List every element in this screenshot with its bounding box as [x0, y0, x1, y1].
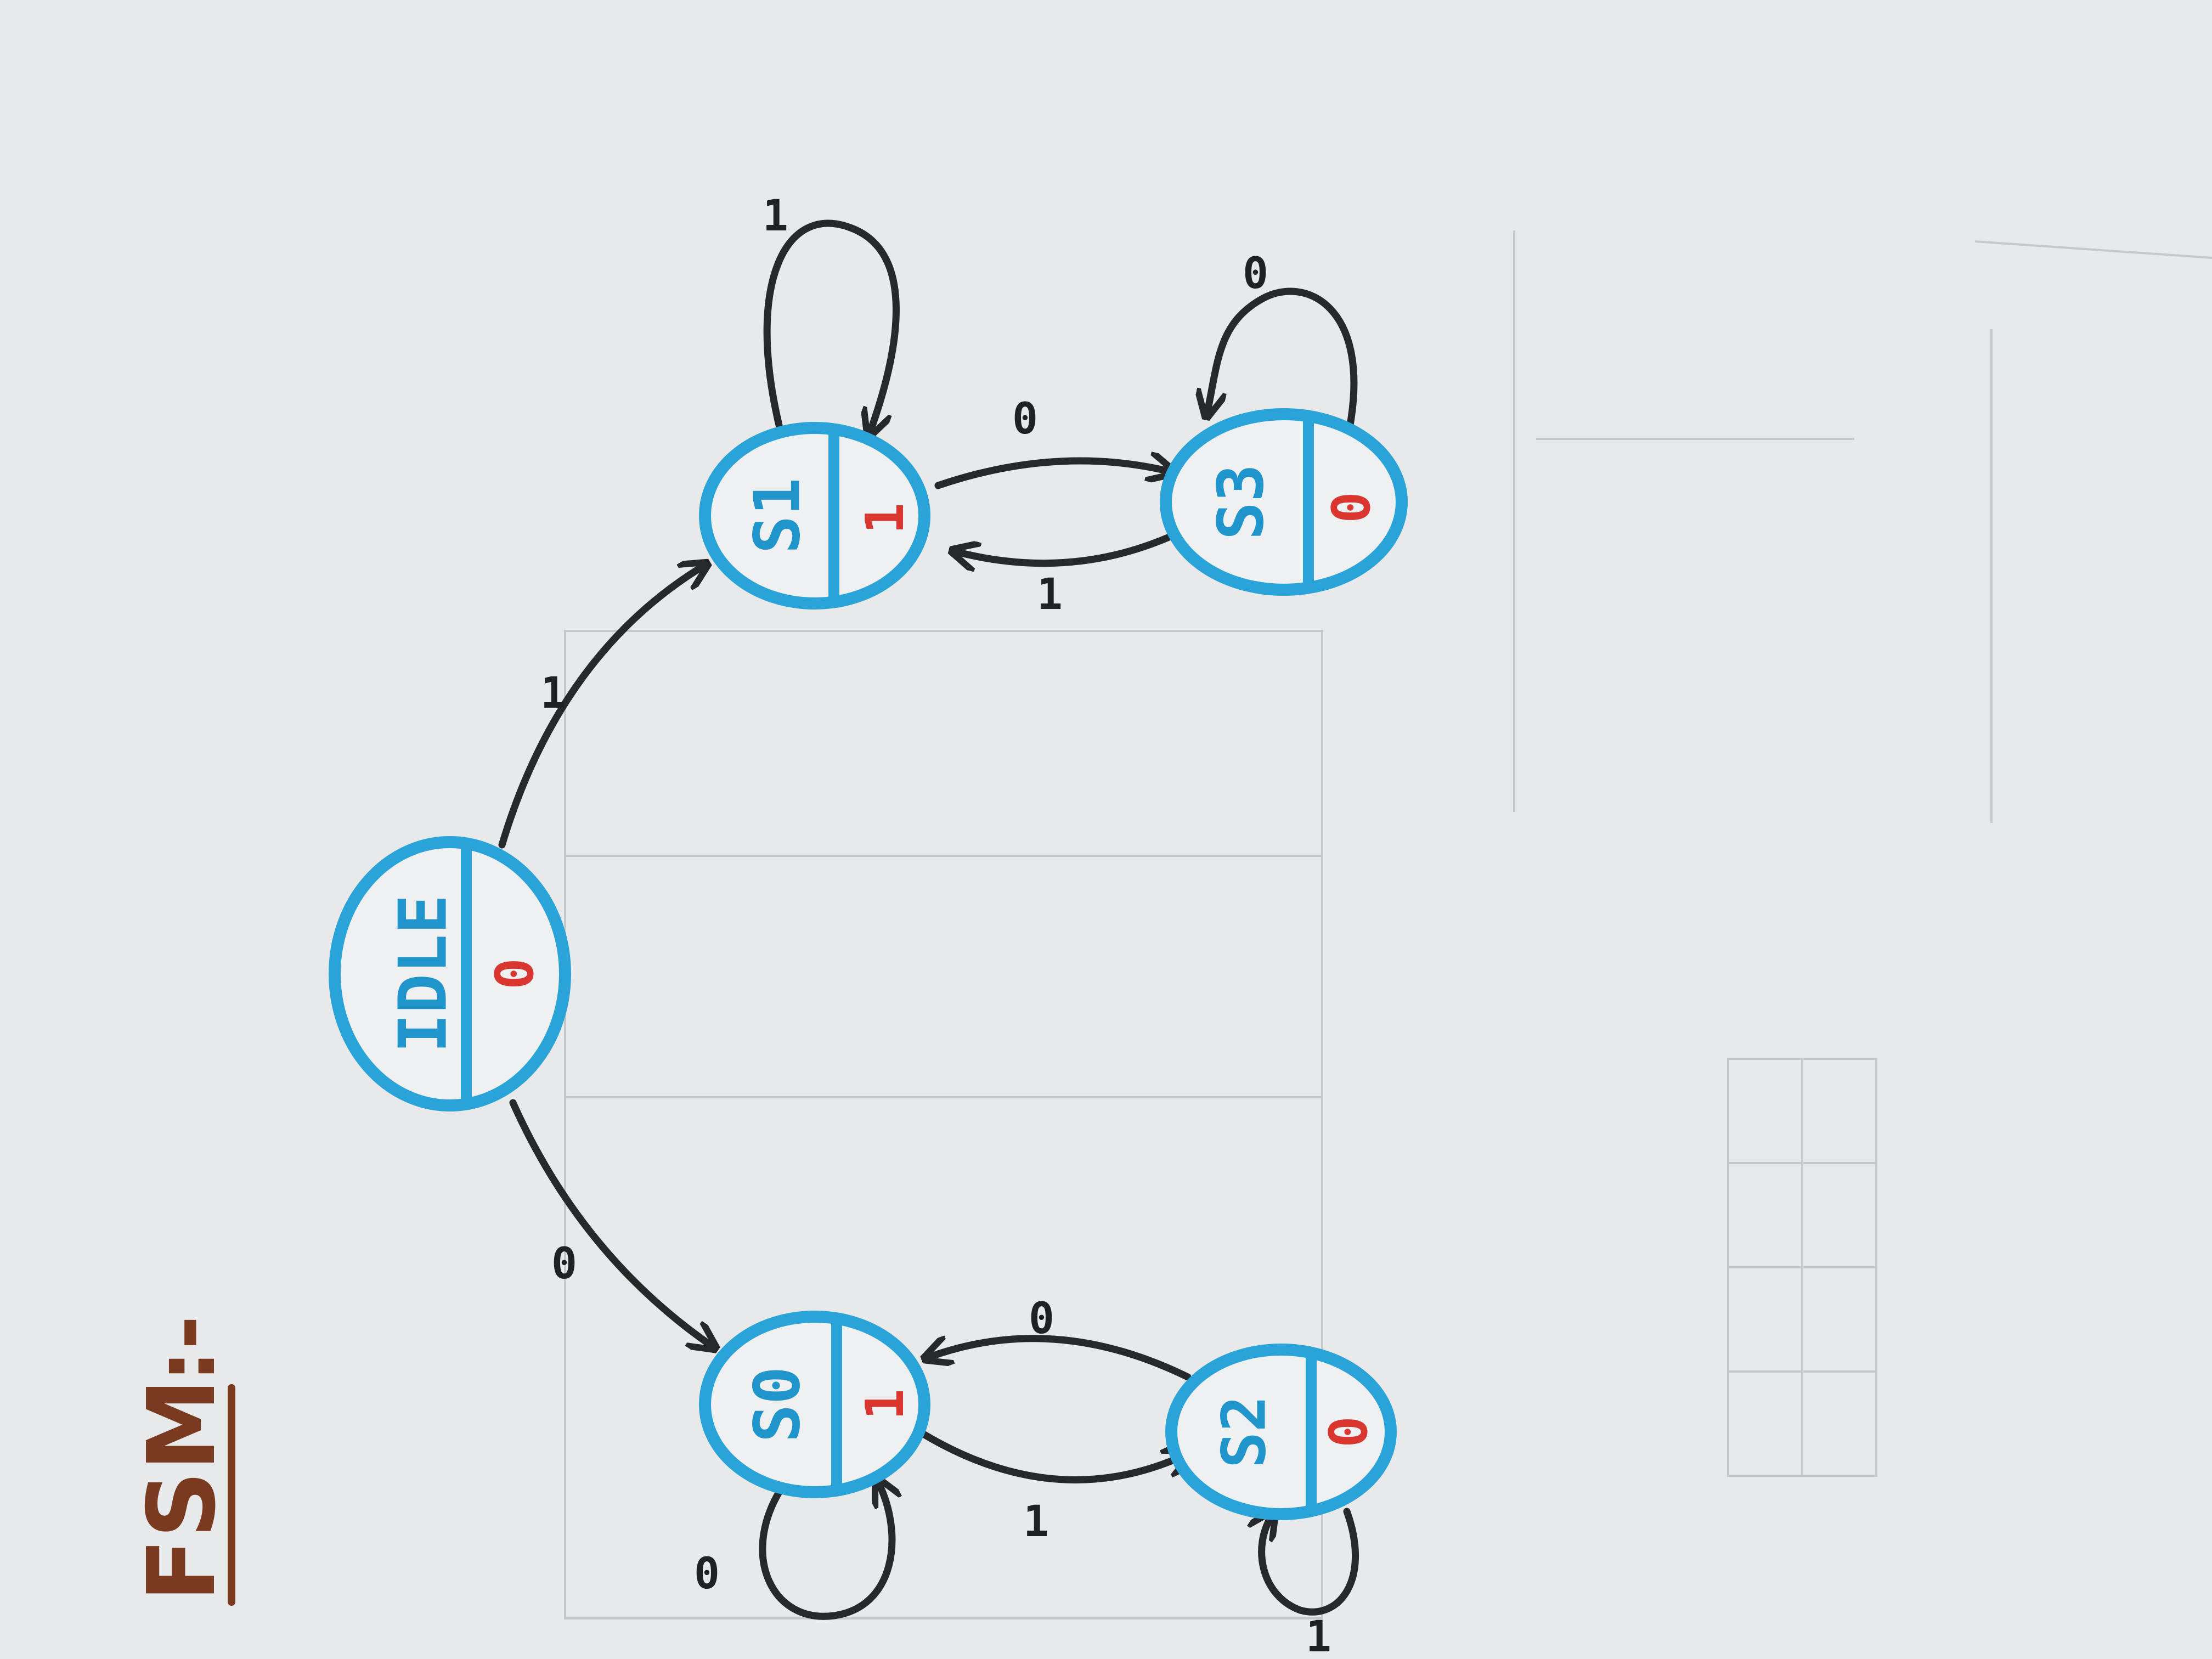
edge-label-idle-s0: 0 [551, 1239, 577, 1289]
edge-label-idle-s1: 1 [540, 669, 566, 718]
state-idle: IDLE 0 [329, 836, 571, 1111]
state-s0-name: S0 [741, 1367, 815, 1442]
background-sketch [564, 230, 2212, 1620]
edge-s3-to-s1 [955, 531, 1178, 563]
edge-label-s0-s2: 1 [1023, 1497, 1049, 1547]
edge-label-s0-self: 0 [694, 1549, 720, 1599]
state-s2: S2 0 [1165, 1344, 1397, 1520]
title-text: FSM [128, 1378, 236, 1602]
edge-label-s2-s0: 0 [1029, 1294, 1054, 1344]
edge-label-s1-s3: 0 [1012, 394, 1038, 444]
edge-label-s3-self: 0 [1243, 249, 1268, 298]
state-s1: S1 1 [699, 422, 930, 610]
transitions: 1 0 1 0 1 0 0 1 0 1 [498, 191, 1359, 1659]
edge-s0-to-s2 [921, 1431, 1188, 1483]
state-s3-ring [1160, 408, 1408, 596]
state-s0: S0 1 [699, 1311, 930, 1498]
edge-s1-self [763, 219, 900, 433]
edge-s0-self [759, 1481, 892, 1620]
edge-s1-to-s3 [934, 461, 1171, 489]
state-s2-ring [1165, 1344, 1397, 1520]
state-s1-ring [699, 422, 930, 610]
edge-s2-to-s0 [927, 1335, 1192, 1381]
faint-table [564, 630, 1323, 1620]
state-idle-ring [329, 836, 571, 1111]
state-s1-output: 1 [855, 503, 916, 534]
state-s3-name: S3 [1205, 464, 1278, 540]
state-s3: S3 0 [1160, 408, 1408, 596]
state-idle-name: IDLE [386, 895, 462, 1053]
state-s0-ring [699, 1311, 930, 1498]
state-idle-output: 0 [485, 958, 545, 989]
edge-label-s2-self: 1 [1306, 1612, 1331, 1659]
state-s1-name: S1 [741, 478, 815, 554]
edge-s2-self [1262, 1511, 1359, 1616]
state-s0-output: 1 [855, 1389, 916, 1420]
edge-s3-self [1207, 287, 1358, 432]
edge-label-s1-self: 1 [763, 191, 788, 241]
state-s2-name: S2 [1209, 1396, 1279, 1468]
title-suffix: :- [138, 1316, 234, 1383]
edge-idle-to-s1 [498, 565, 705, 849]
state-s2-output: 0 [1319, 1416, 1379, 1447]
state-s3-output: 0 [1322, 492, 1382, 523]
edge-label-s3-s1: 1 [1037, 570, 1063, 619]
edge-idle-to-s0 [509, 1099, 713, 1347]
diagram-title: FSM :- [128, 1316, 236, 1606]
